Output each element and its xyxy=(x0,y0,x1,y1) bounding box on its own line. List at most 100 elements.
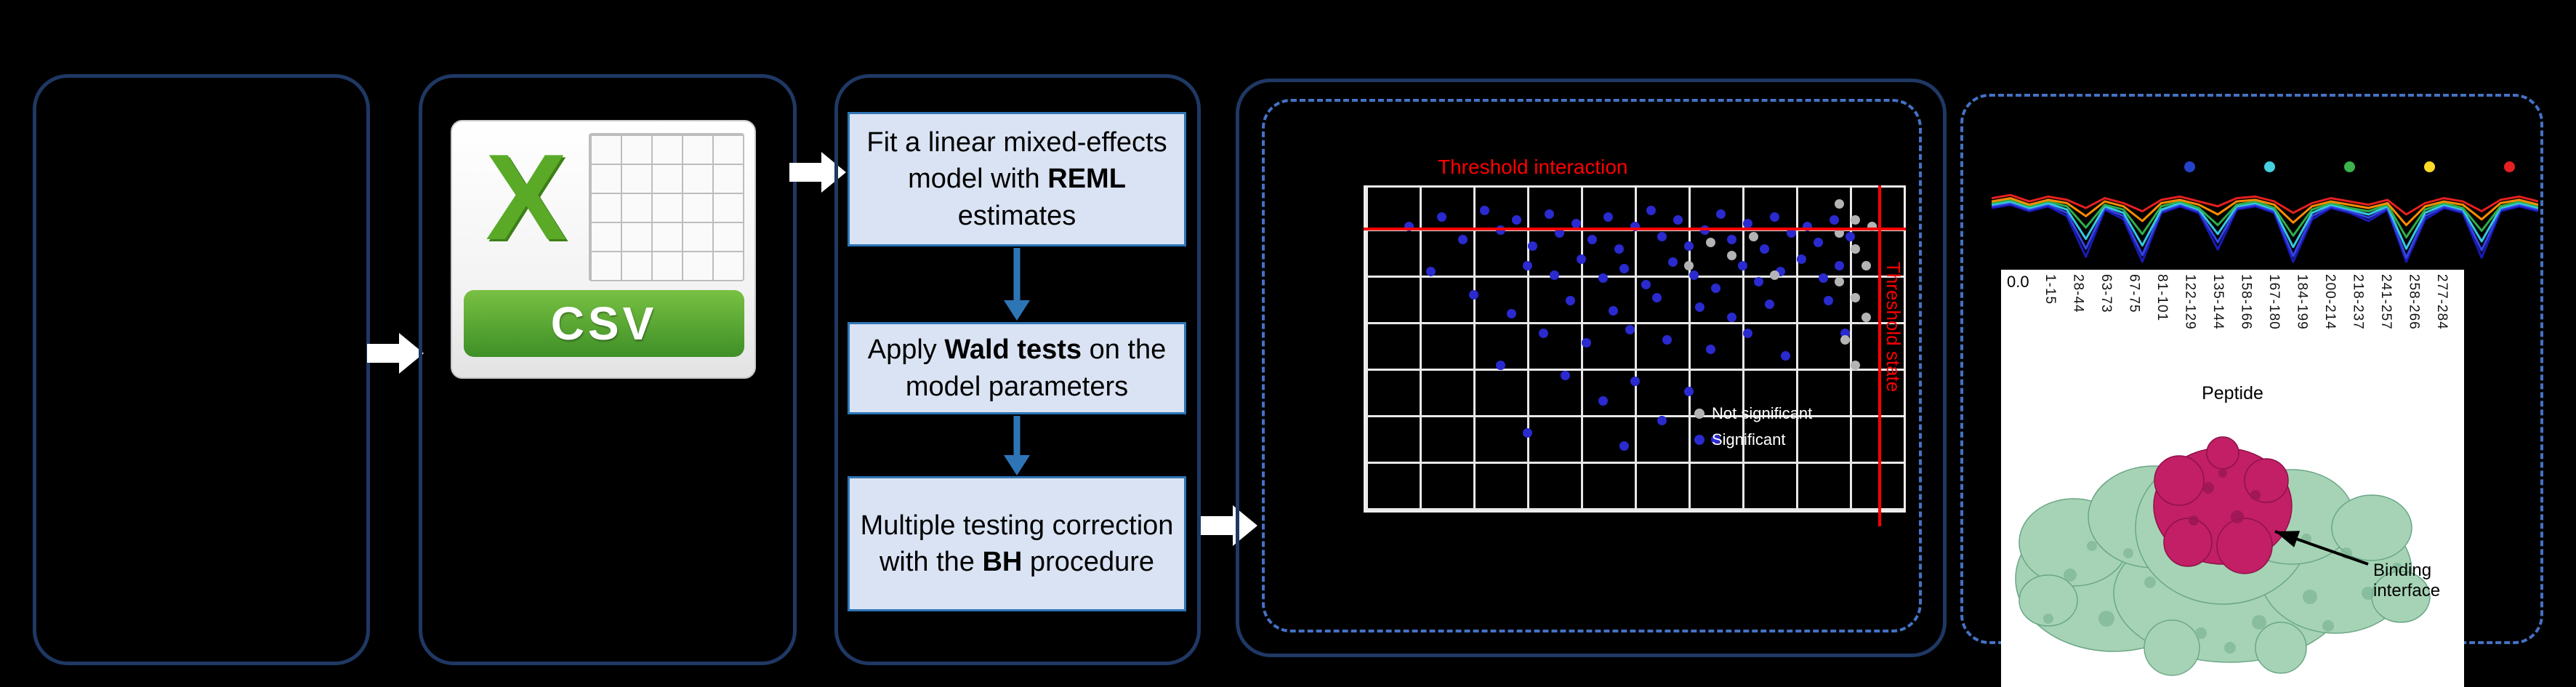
timepoint-dot xyxy=(2344,161,2355,172)
peptide-axis-title: Peptide xyxy=(2202,383,2263,403)
legend-dot-icon xyxy=(1694,435,1704,445)
timepoint-dot xyxy=(2264,161,2275,172)
scatter-point-blue xyxy=(1550,270,1559,280)
scatter-point-blue xyxy=(1705,345,1715,354)
scatter-point-blue xyxy=(1571,218,1581,228)
scatter-point-blue xyxy=(1523,428,1532,438)
peptide-tick-label: 200-214 xyxy=(2322,274,2338,330)
scatter-point-blue xyxy=(1829,215,1839,225)
scatter-point-blue xyxy=(1824,296,1834,306)
threshold-state-line xyxy=(1878,185,1881,526)
peptide-tick-label: 258-266 xyxy=(2406,274,2422,330)
scatter-point-blue xyxy=(1667,257,1678,268)
uptake-line-chart xyxy=(1992,193,2538,263)
timepoint-dot xyxy=(2504,161,2515,172)
scatter-point-gray xyxy=(1705,238,1715,248)
scatter-point-blue xyxy=(1566,296,1576,306)
scatter-point-blue xyxy=(1625,325,1635,335)
scatter-point-gray xyxy=(1851,215,1861,225)
scatter-point-blue xyxy=(1684,241,1694,251)
scatter-point-gray xyxy=(1851,292,1861,302)
input-panel xyxy=(33,74,370,665)
scatter-point-blue xyxy=(1786,228,1796,238)
scatter-point-blue xyxy=(1506,309,1516,319)
peptide-tick-label: 218-237 xyxy=(2350,274,2366,330)
csv-page: X CSV xyxy=(451,120,756,379)
peptide-tick-label: 277-284 xyxy=(2434,274,2450,330)
scatter-point-blue xyxy=(1609,305,1619,316)
binding-interface-label: Binding interface xyxy=(2373,561,2441,600)
scatter-point-gray xyxy=(1840,334,1850,345)
y-axis-tick: 0.0 xyxy=(2007,273,2029,291)
scatter-point-blue xyxy=(1727,235,1737,245)
peptide-tick-label: 184-199 xyxy=(2294,274,2310,330)
peptide-tick-label: 241-257 xyxy=(2378,274,2394,330)
uptake-series-green xyxy=(1992,198,2538,238)
scatter-point-blue xyxy=(1797,254,1807,264)
scatter-point-blue xyxy=(1711,283,1720,293)
scatter-point-blue xyxy=(1711,435,1720,445)
scatter-point-blue xyxy=(1619,264,1630,273)
csv-panel: X CSV xyxy=(419,74,797,665)
timepoint-legend xyxy=(1992,161,2538,174)
step-down-arrow-1 xyxy=(1004,248,1030,321)
scatter-point-blue xyxy=(1770,212,1780,222)
scatter-output-dashed-frame xyxy=(1262,99,1922,632)
scatter-point-blue xyxy=(1819,273,1828,284)
peptide-tick-label: 167-180 xyxy=(2266,274,2282,330)
scatter-point-blue xyxy=(1743,218,1753,228)
step-bh-box: Multiple testing correction with the BH … xyxy=(848,476,1186,611)
scatter-point-blue xyxy=(1673,215,1683,225)
uptake-series-orange xyxy=(1992,197,2538,227)
threshold-interaction-label: Threshold interaction xyxy=(1438,156,1628,178)
scatter-point-gray xyxy=(1861,312,1872,322)
scatter-point-blue xyxy=(1587,235,1597,245)
scatter-point-blue xyxy=(1528,241,1538,251)
scatter-point-blue xyxy=(1662,334,1673,345)
binding-interface-texture xyxy=(2189,469,2261,526)
scatter-point-gray xyxy=(1861,260,1872,270)
scatter-point-blue xyxy=(1835,260,1845,270)
scatter-points-layer xyxy=(1366,188,1904,510)
excel-x-logo: X xyxy=(485,129,568,265)
protein-surface-texture xyxy=(2043,534,2402,654)
peptide-tick-label: 1-15 xyxy=(2042,274,2058,305)
scatter-point-blue xyxy=(1646,206,1657,216)
scatter-point-gray xyxy=(1684,260,1694,270)
scatter-point-blue xyxy=(1684,386,1694,396)
scatter-legend-entry: Not significant xyxy=(1694,404,1812,423)
uptake-series-cyan xyxy=(1992,200,2538,250)
scatter-point-blue xyxy=(1727,312,1737,322)
analysis-steps-panel xyxy=(834,74,1201,665)
scatter-output-panel xyxy=(1236,79,1947,657)
scatter-point-blue xyxy=(1479,206,1489,216)
threshold-interaction-line xyxy=(1364,228,1906,230)
peptide-tick-label: 122-129 xyxy=(2182,274,2198,330)
scatter-point-gray xyxy=(1727,251,1737,261)
timepoint-dot xyxy=(2424,161,2435,172)
scatter-point-blue xyxy=(1754,276,1764,286)
scatter-point-blue xyxy=(1469,289,1478,300)
timepoint-dot xyxy=(2184,161,2195,172)
scatter-point-gray xyxy=(1748,231,1758,241)
scatter-point-blue xyxy=(1689,270,1699,280)
peptide-tick-label: 67-75 xyxy=(2126,274,2142,313)
flow-arrow-2 xyxy=(789,152,846,193)
step-bh-text: Multiple testing correction with the BH … xyxy=(860,510,1174,577)
flow-arrow-3 xyxy=(1201,505,1257,546)
peptide-tick-label: 28-44 xyxy=(2070,274,2086,313)
scatter-point-blue xyxy=(1716,209,1726,219)
scatter-point-blue xyxy=(1496,361,1505,371)
scatter-point-blue xyxy=(1738,260,1747,270)
scatter-point-blue xyxy=(1630,377,1640,387)
uptake-series-red xyxy=(1992,193,2538,216)
scatter-point-blue xyxy=(1781,350,1791,361)
scatter-point-gray xyxy=(1770,270,1780,280)
peptide-tick-label: 81-101 xyxy=(2154,274,2170,322)
scatter-point-gray xyxy=(1835,276,1845,286)
peptide-tick-label: 158-166 xyxy=(2238,274,2254,330)
